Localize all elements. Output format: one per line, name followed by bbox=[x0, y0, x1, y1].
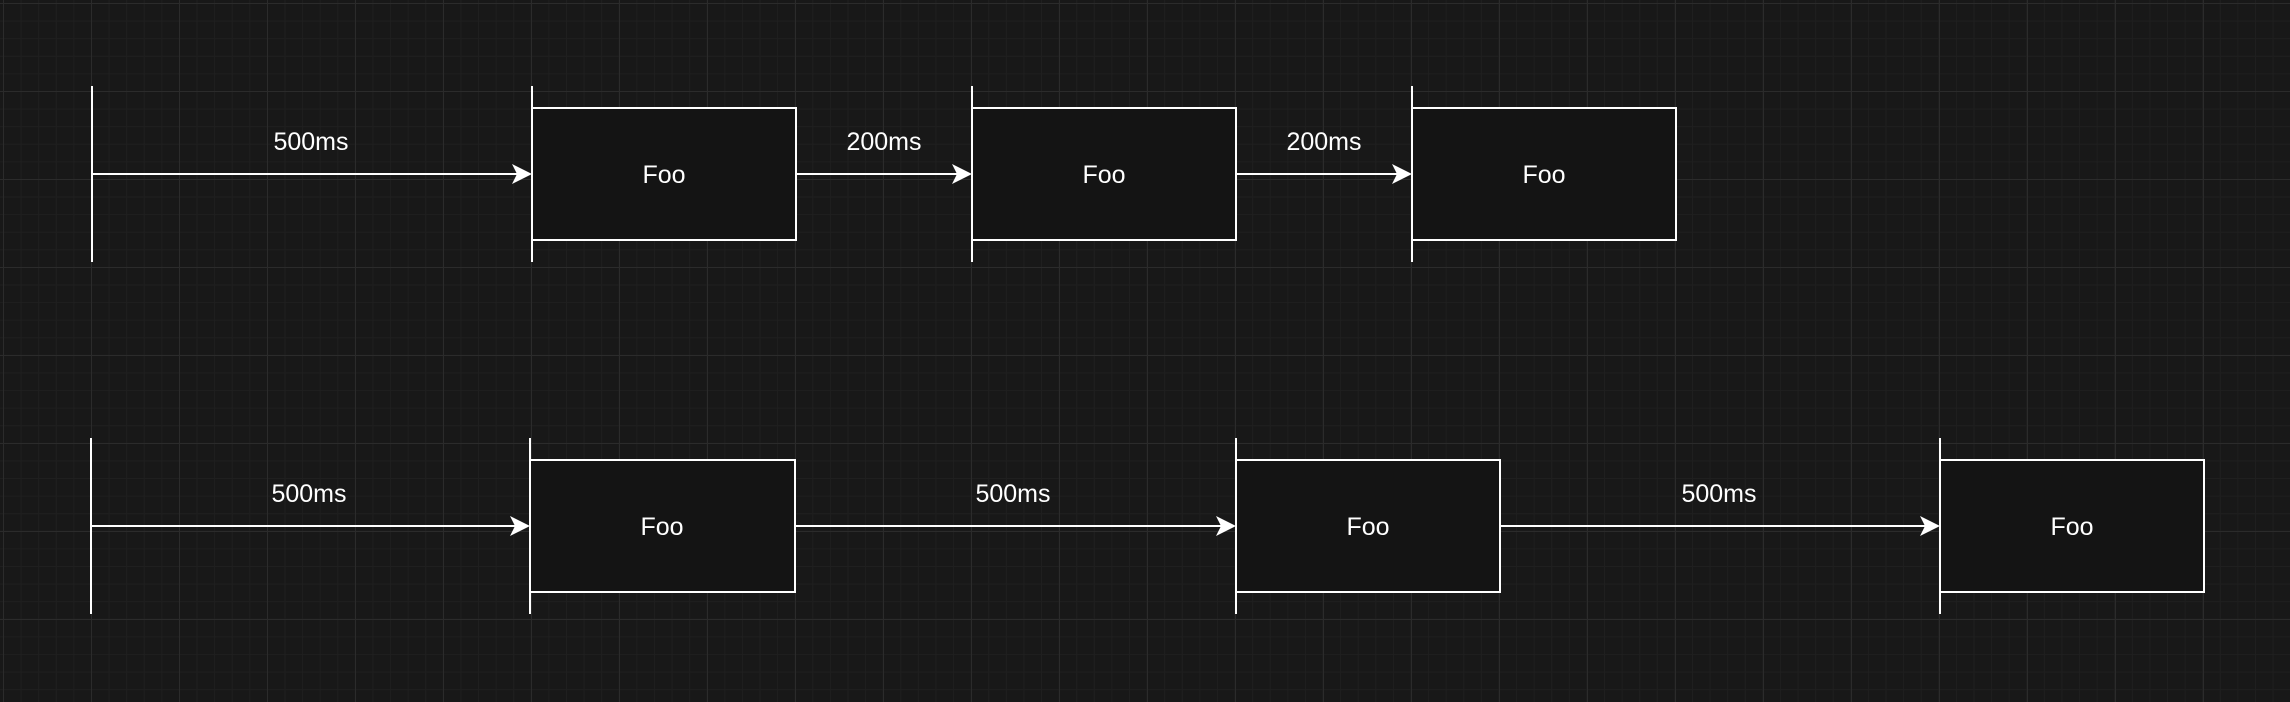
interval-arrow: 500ms bbox=[91, 480, 530, 536]
foo-box[interactable]: Foo bbox=[1939, 459, 2205, 593]
box-label: Foo bbox=[642, 161, 685, 189]
box-label: Foo bbox=[640, 513, 683, 541]
box-label: Foo bbox=[1082, 161, 1125, 189]
arrowhead-icon bbox=[1216, 516, 1236, 536]
box-label: Foo bbox=[2050, 513, 2093, 541]
foo-box[interactable]: Foo bbox=[1411, 107, 1677, 241]
interval-label: 200ms bbox=[1286, 128, 1361, 156]
interval-arrow: 500ms bbox=[1500, 480, 1940, 536]
interval-label: 200ms bbox=[846, 128, 921, 156]
box-label: Foo bbox=[1522, 161, 1565, 189]
arrowhead-icon bbox=[1920, 516, 1940, 536]
foo-box[interactable]: Foo bbox=[531, 107, 797, 241]
arrowhead-icon bbox=[510, 516, 530, 536]
interval-label: 500ms bbox=[273, 128, 348, 156]
interval-label: 500ms bbox=[271, 480, 346, 508]
foo-box[interactable]: Foo bbox=[529, 459, 796, 593]
arrowhead-icon bbox=[952, 164, 972, 184]
interval-label: 500ms bbox=[1681, 480, 1756, 508]
timeline-row-1: 500ms Foo 200ms Foo 200ms Foo bbox=[91, 86, 1677, 262]
box-label: Foo bbox=[1346, 513, 1389, 541]
foo-box[interactable]: Foo bbox=[971, 107, 1237, 241]
interval-arrow: 500ms bbox=[795, 480, 1236, 536]
arrowhead-icon bbox=[1392, 164, 1412, 184]
timeline-row-2: 500ms Foo 500ms Foo 500ms Foo bbox=[90, 438, 2205, 614]
interval-arrow: 200ms bbox=[796, 128, 972, 184]
interval-arrow: 200ms bbox=[1236, 128, 1412, 184]
foo-box[interactable]: Foo bbox=[1235, 459, 1501, 593]
interval-arrow: 500ms bbox=[92, 128, 532, 184]
arrowhead-icon bbox=[512, 164, 532, 184]
interval-label: 500ms bbox=[975, 480, 1050, 508]
